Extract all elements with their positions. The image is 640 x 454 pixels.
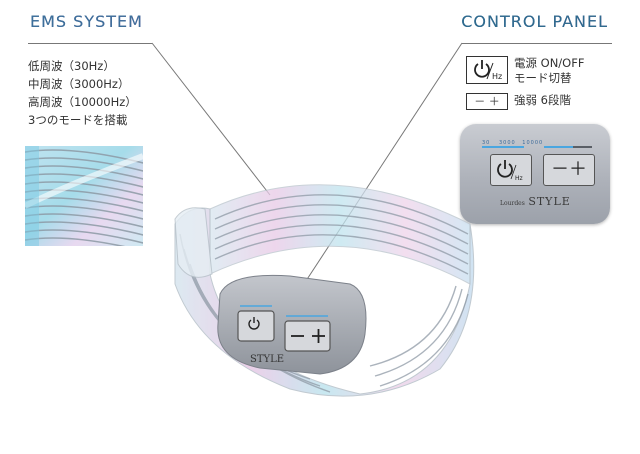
control-panel-photo: 30 3000 10000 Hz －＋ Lourdes STYLE (460, 124, 610, 224)
power-onoff-label: 電源 ON/OFF (514, 56, 585, 70)
brand-lourdes: Lourdes (500, 200, 525, 207)
ems-system-heading: EMS SYSTEM (30, 12, 143, 31)
svg-text:STYLE: STYLE (250, 354, 284, 365)
ems-frequency-list: 低周波（30Hz） 中周波（3000Hz） 高周波（10000Hz） 3つのモー… (28, 57, 137, 129)
panel-power-button[interactable]: Hz (490, 154, 532, 186)
minus-symbol: － (551, 159, 569, 180)
mode-indicator-bar (482, 146, 524, 148)
power-icon: Hz (497, 160, 523, 182)
ems-item-mid: 中周波（3000Hz） (28, 77, 130, 91)
ems-item-modes: 3つのモードを搭載 (28, 113, 128, 127)
strength-indicator-bar (544, 146, 592, 148)
control-panel-heading: CONTROL PANEL (461, 12, 608, 31)
strength-legend-text: 強弱 6段階 (514, 93, 571, 107)
ems-belt-device: STYLE (170, 164, 485, 410)
ems-heading-rule (28, 43, 152, 44)
mode-switch-label: モード切替 (514, 71, 572, 85)
panel-brand: Lourdes STYLE (500, 195, 571, 208)
power-legend-text: 電源 ON/OFF モード切替 (514, 56, 584, 86)
svg-text:Hz: Hz (515, 175, 523, 182)
minus-plus-legend: － ＋ (466, 93, 508, 110)
band-texture-swatch (25, 146, 143, 246)
freq-10000-label: 10000 (522, 140, 544, 146)
freq-30-label: 30 (482, 140, 491, 146)
ems-item-high: 高周波（10000Hz） (28, 95, 137, 109)
power-hz-icon: Hz (474, 60, 502, 81)
brand-style: STYLE (528, 195, 571, 208)
freq-3000-label: 3000 (498, 140, 516, 146)
plus-symbol: ＋ (569, 159, 587, 180)
control-heading-rule (462, 43, 612, 44)
ems-item-low: 低周波（30Hz） (28, 59, 115, 73)
power-button-legend: Hz (466, 56, 508, 84)
panel-minus-plus-button[interactable]: －＋ (543, 154, 595, 186)
svg-text:Hz: Hz (492, 72, 502, 81)
